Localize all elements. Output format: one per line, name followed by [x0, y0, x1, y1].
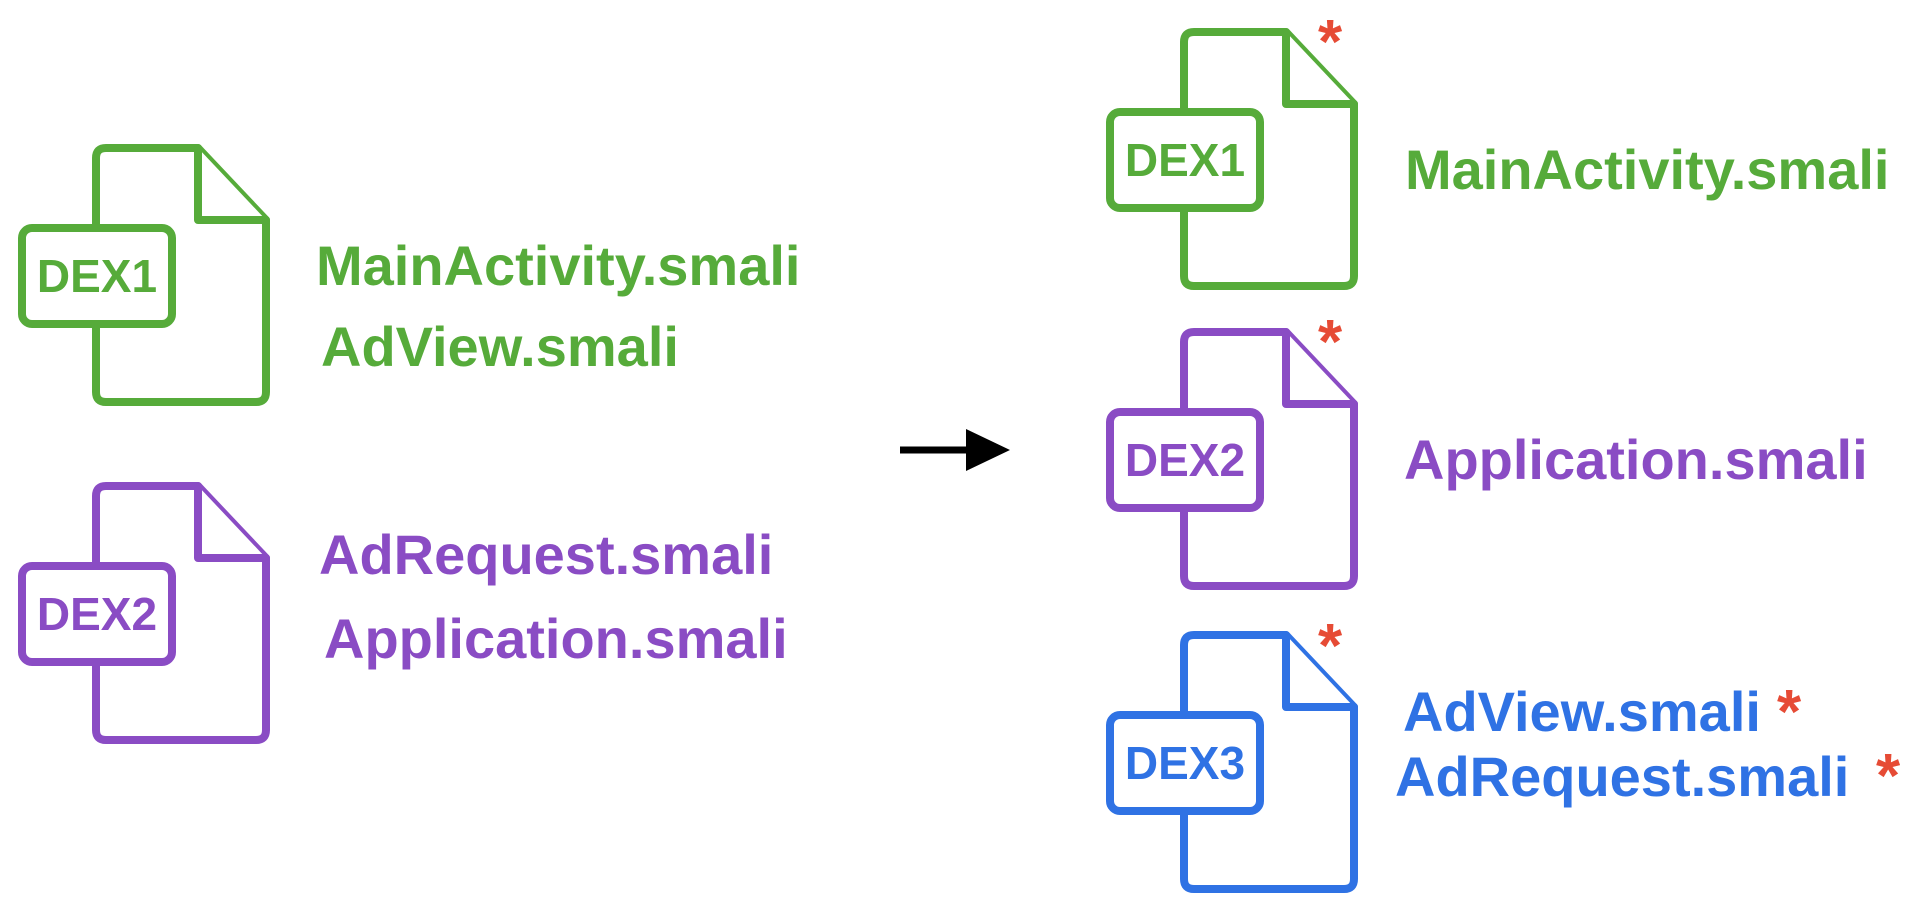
- dex3-after-star: *: [1318, 612, 1343, 681]
- dex3-after-label: DEX3: [1125, 737, 1245, 789]
- dex1-before-file-icon: DEX1: [18, 140, 270, 406]
- dex1-after-file-1: MainActivity.smali: [1405, 138, 1890, 201]
- dex2-after-file-1: Application.smali: [1404, 428, 1868, 491]
- dex1-after-label: DEX1: [1125, 134, 1245, 186]
- dex1-before-file-1: MainActivity.smali: [316, 234, 801, 297]
- dex1-before-label: DEX1: [37, 250, 157, 302]
- dex2-before-file-icon: DEX2: [18, 478, 270, 744]
- dex3-after-file-2-star: *: [1876, 742, 1901, 811]
- dex2-before-label: DEX2: [37, 588, 157, 640]
- dex2-after-file-icon: DEX2: [1106, 324, 1358, 590]
- dex3-after-file-1-star: *: [1777, 678, 1802, 747]
- dex1-after-file-icon: DEX1: [1106, 24, 1358, 290]
- dex3-after-file-2: AdRequest.smali: [1395, 745, 1850, 808]
- dex2-after-label: DEX2: [1125, 434, 1245, 486]
- dex1-after-star: *: [1318, 8, 1343, 77]
- dex3-after-file-1: AdView.smali: [1403, 680, 1761, 743]
- dex2-after-star: *: [1318, 308, 1343, 377]
- right-arrow-icon: [900, 429, 1010, 471]
- dex2-before-file-2: Application.smali: [324, 607, 788, 670]
- dex3-after-file-icon: DEX3: [1106, 627, 1358, 893]
- dex1-before-file-2: AdView.smali: [321, 315, 679, 378]
- dex2-before-file-1: AdRequest.smali: [319, 523, 774, 586]
